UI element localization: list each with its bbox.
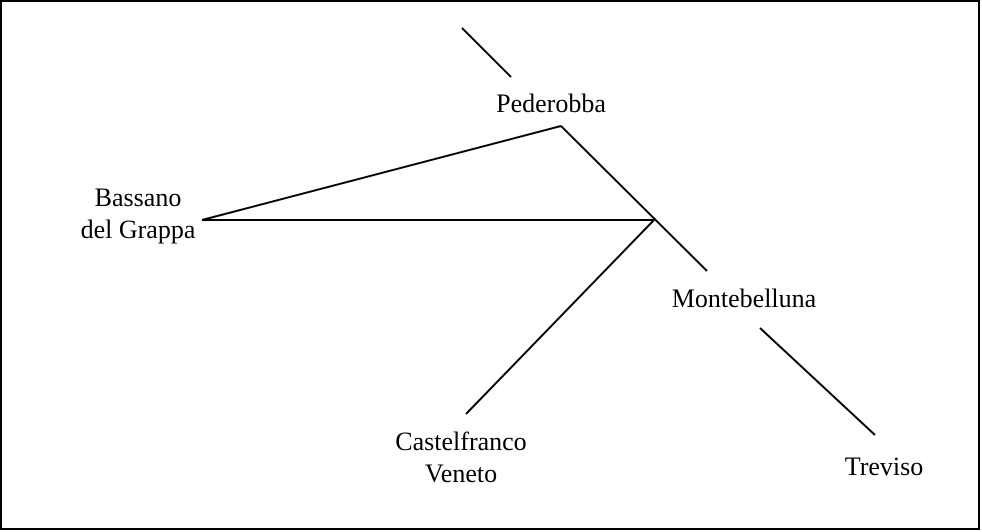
node-pederobba: Pederobba bbox=[482, 88, 620, 120]
node-montebelluna: Montebelluna bbox=[648, 283, 840, 315]
node-treviso-line-1: Treviso bbox=[844, 452, 924, 481]
node-pederobba-line-1: Pederobba bbox=[496, 89, 606, 118]
node-treviso: Treviso bbox=[834, 451, 934, 483]
road-junction-to-castelfranco bbox=[465, 219, 655, 415]
node-castelfranco-veneto: Castelfranco Veneto bbox=[382, 426, 540, 490]
road-north-to-pederobba bbox=[461, 27, 512, 78]
node-bassano-line-2: del Grappa bbox=[80, 215, 196, 244]
node-bassano-line-1: Bassano bbox=[94, 183, 182, 212]
road-pederobba-to-bassano bbox=[201, 125, 562, 221]
node-castelfranco-line-1: Castelfranco bbox=[395, 427, 527, 456]
node-montebelluna-line-1: Montebelluna bbox=[671, 284, 817, 313]
road-montebelluna-to-treviso bbox=[759, 327, 876, 436]
node-bassano-del-grappa: Bassano del Grappa bbox=[56, 182, 220, 246]
node-castelfranco-line-2: Veneto bbox=[424, 459, 498, 488]
road-pederobba-to-montebelluna bbox=[560, 125, 708, 272]
